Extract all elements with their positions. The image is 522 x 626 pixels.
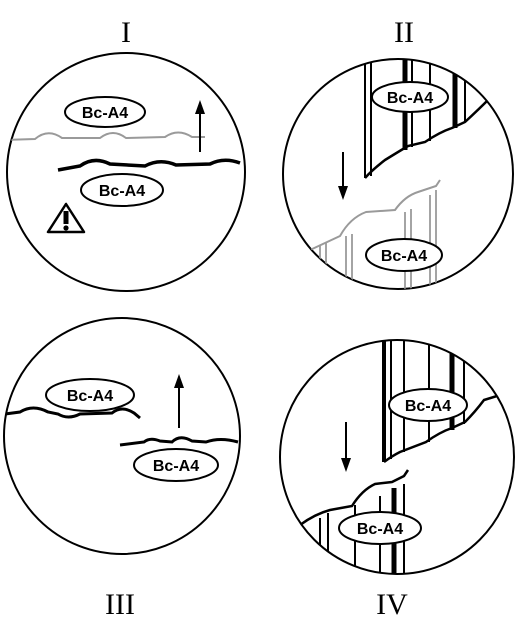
svg-text:Bc-A4: Bc-A4 <box>387 90 433 107</box>
svg-text:Bc-A4: Bc-A4 <box>99 183 145 200</box>
product-tag: Bc-A4 <box>64 96 146 128</box>
arrow-down-icon <box>341 422 351 472</box>
panel-numeral: III <box>105 588 135 621</box>
lower-sheet-edge <box>299 469 410 527</box>
panel-numeral: I <box>121 16 131 49</box>
product-tag: Bc-A4 <box>80 173 164 207</box>
upper-sheet-edge <box>364 94 501 179</box>
product-tag: Bc-A4 <box>365 238 443 272</box>
lower-sheet-profile <box>119 436 239 447</box>
panel-ii: II <box>282 16 514 290</box>
arrow-up-icon <box>174 374 184 428</box>
warning-triangle-icon <box>46 202 86 234</box>
detail-circle <box>3 317 241 555</box>
svg-text:Bc-A4: Bc-A4 <box>381 248 427 265</box>
lower-sheet-profile <box>57 158 241 172</box>
lower-sheet-edge <box>309 179 441 251</box>
panel-i: I Bc-A4 Bc-A4 <box>6 16 246 292</box>
detail-circle <box>279 339 515 575</box>
arrow-up-icon <box>195 100 205 152</box>
svg-text:Bc-A4: Bc-A4 <box>405 398 451 415</box>
arrow-down-icon <box>338 152 348 200</box>
upper-sheet-profile <box>4 406 141 420</box>
upper-sheet-edge <box>383 390 511 464</box>
panel-numeral: IV <box>376 588 408 621</box>
svg-text:Bc-A4: Bc-A4 <box>153 458 199 475</box>
product-tag: Bc-A4 <box>45 378 135 412</box>
detail-circle <box>282 58 514 290</box>
product-tag: Bc-A4 <box>371 81 449 113</box>
svg-text:Bc-A4: Bc-A4 <box>67 388 113 405</box>
svg-text:Bc-A4: Bc-A4 <box>357 521 403 538</box>
detail-circle <box>6 52 246 292</box>
upper-sheet-ribs <box>364 59 491 178</box>
panel-iv: IV <box>279 339 515 621</box>
upper-sheet-profile <box>7 131 205 141</box>
product-tag: Bc-A4 <box>133 448 219 482</box>
svg-text:Bc-A4: Bc-A4 <box>82 105 128 122</box>
product-tag: Bc-A4 <box>338 511 422 545</box>
panel-numeral: II <box>394 16 414 49</box>
panel-iii: III Bc-A4 Bc-A4 <box>3 317 241 621</box>
product-tag: Bc-A4 <box>388 388 468 422</box>
